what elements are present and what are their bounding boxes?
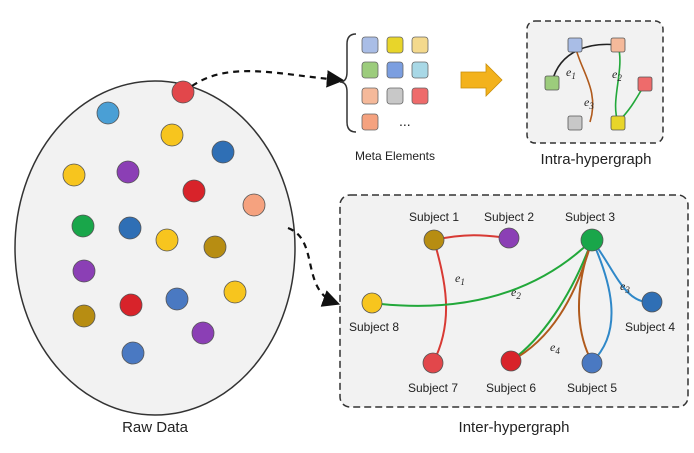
subject-3-node: [580, 228, 604, 252]
inter-hypergraph-box: [339, 194, 689, 408]
subject-5-node: [581, 352, 603, 374]
arrow-right-icon: [460, 63, 503, 97]
svg-text:e3: e3: [620, 279, 630, 295]
inter-hypergraph-caption: Inter-hypergraph: [459, 419, 570, 436]
raw-data-caption: Raw Data: [122, 419, 189, 436]
intra-hypergraph-box: [526, 20, 664, 144]
inter-edge-labels: e1 e2 e3 e4: [455, 271, 630, 356]
svg-text:e4: e4: [550, 340, 560, 356]
subject-2-node: [498, 227, 520, 249]
subject-4-node: [641, 291, 663, 313]
svg-text:e2: e2: [511, 285, 521, 301]
svg-text:e2: e2: [612, 67, 622, 83]
meta-elements-caption: Meta Elements: [355, 149, 435, 163]
meta-ellipsis: ...: [399, 113, 411, 129]
dashed-arrow-to-inter: [287, 226, 341, 307]
intra-edge-labels: e1 e2 e3: [566, 65, 622, 111]
subject-6-node: [500, 350, 522, 372]
subject-1-node: [423, 229, 445, 251]
intra-nodes: [544, 37, 653, 131]
subject-4-label: Subject 4: [625, 320, 675, 334]
subject-7-label: Subject 7: [408, 381, 458, 395]
svg-text:e3: e3: [584, 95, 594, 111]
subject-8-label: Subject 8: [349, 320, 399, 334]
svg-text:e1: e1: [455, 271, 465, 287]
meta-elements-grid: [361, 36, 429, 131]
meta-brace: [339, 33, 357, 133]
inter-nodes: [361, 227, 663, 374]
subject-labels: Subject 1 Subject 2 Subject 3 Subject 4 …: [349, 210, 675, 395]
subject-2-label: Subject 2: [484, 210, 534, 224]
intra-hypergraph-caption: Intra-hypergraph: [541, 151, 652, 168]
svg-text:e1: e1: [566, 65, 576, 81]
subject-3-label: Subject 3: [565, 210, 615, 224]
raw-data-points: [62, 80, 266, 365]
subject-7-node: [422, 352, 444, 374]
subject-1-label: Subject 1: [409, 210, 459, 224]
raw-data-ellipse: [14, 80, 296, 416]
subject-5-label: Subject 5: [567, 381, 617, 395]
dashed-arrow-to-meta: [191, 70, 345, 88]
subject-6-label: Subject 6: [486, 381, 536, 395]
subject-8-node: [361, 292, 383, 314]
